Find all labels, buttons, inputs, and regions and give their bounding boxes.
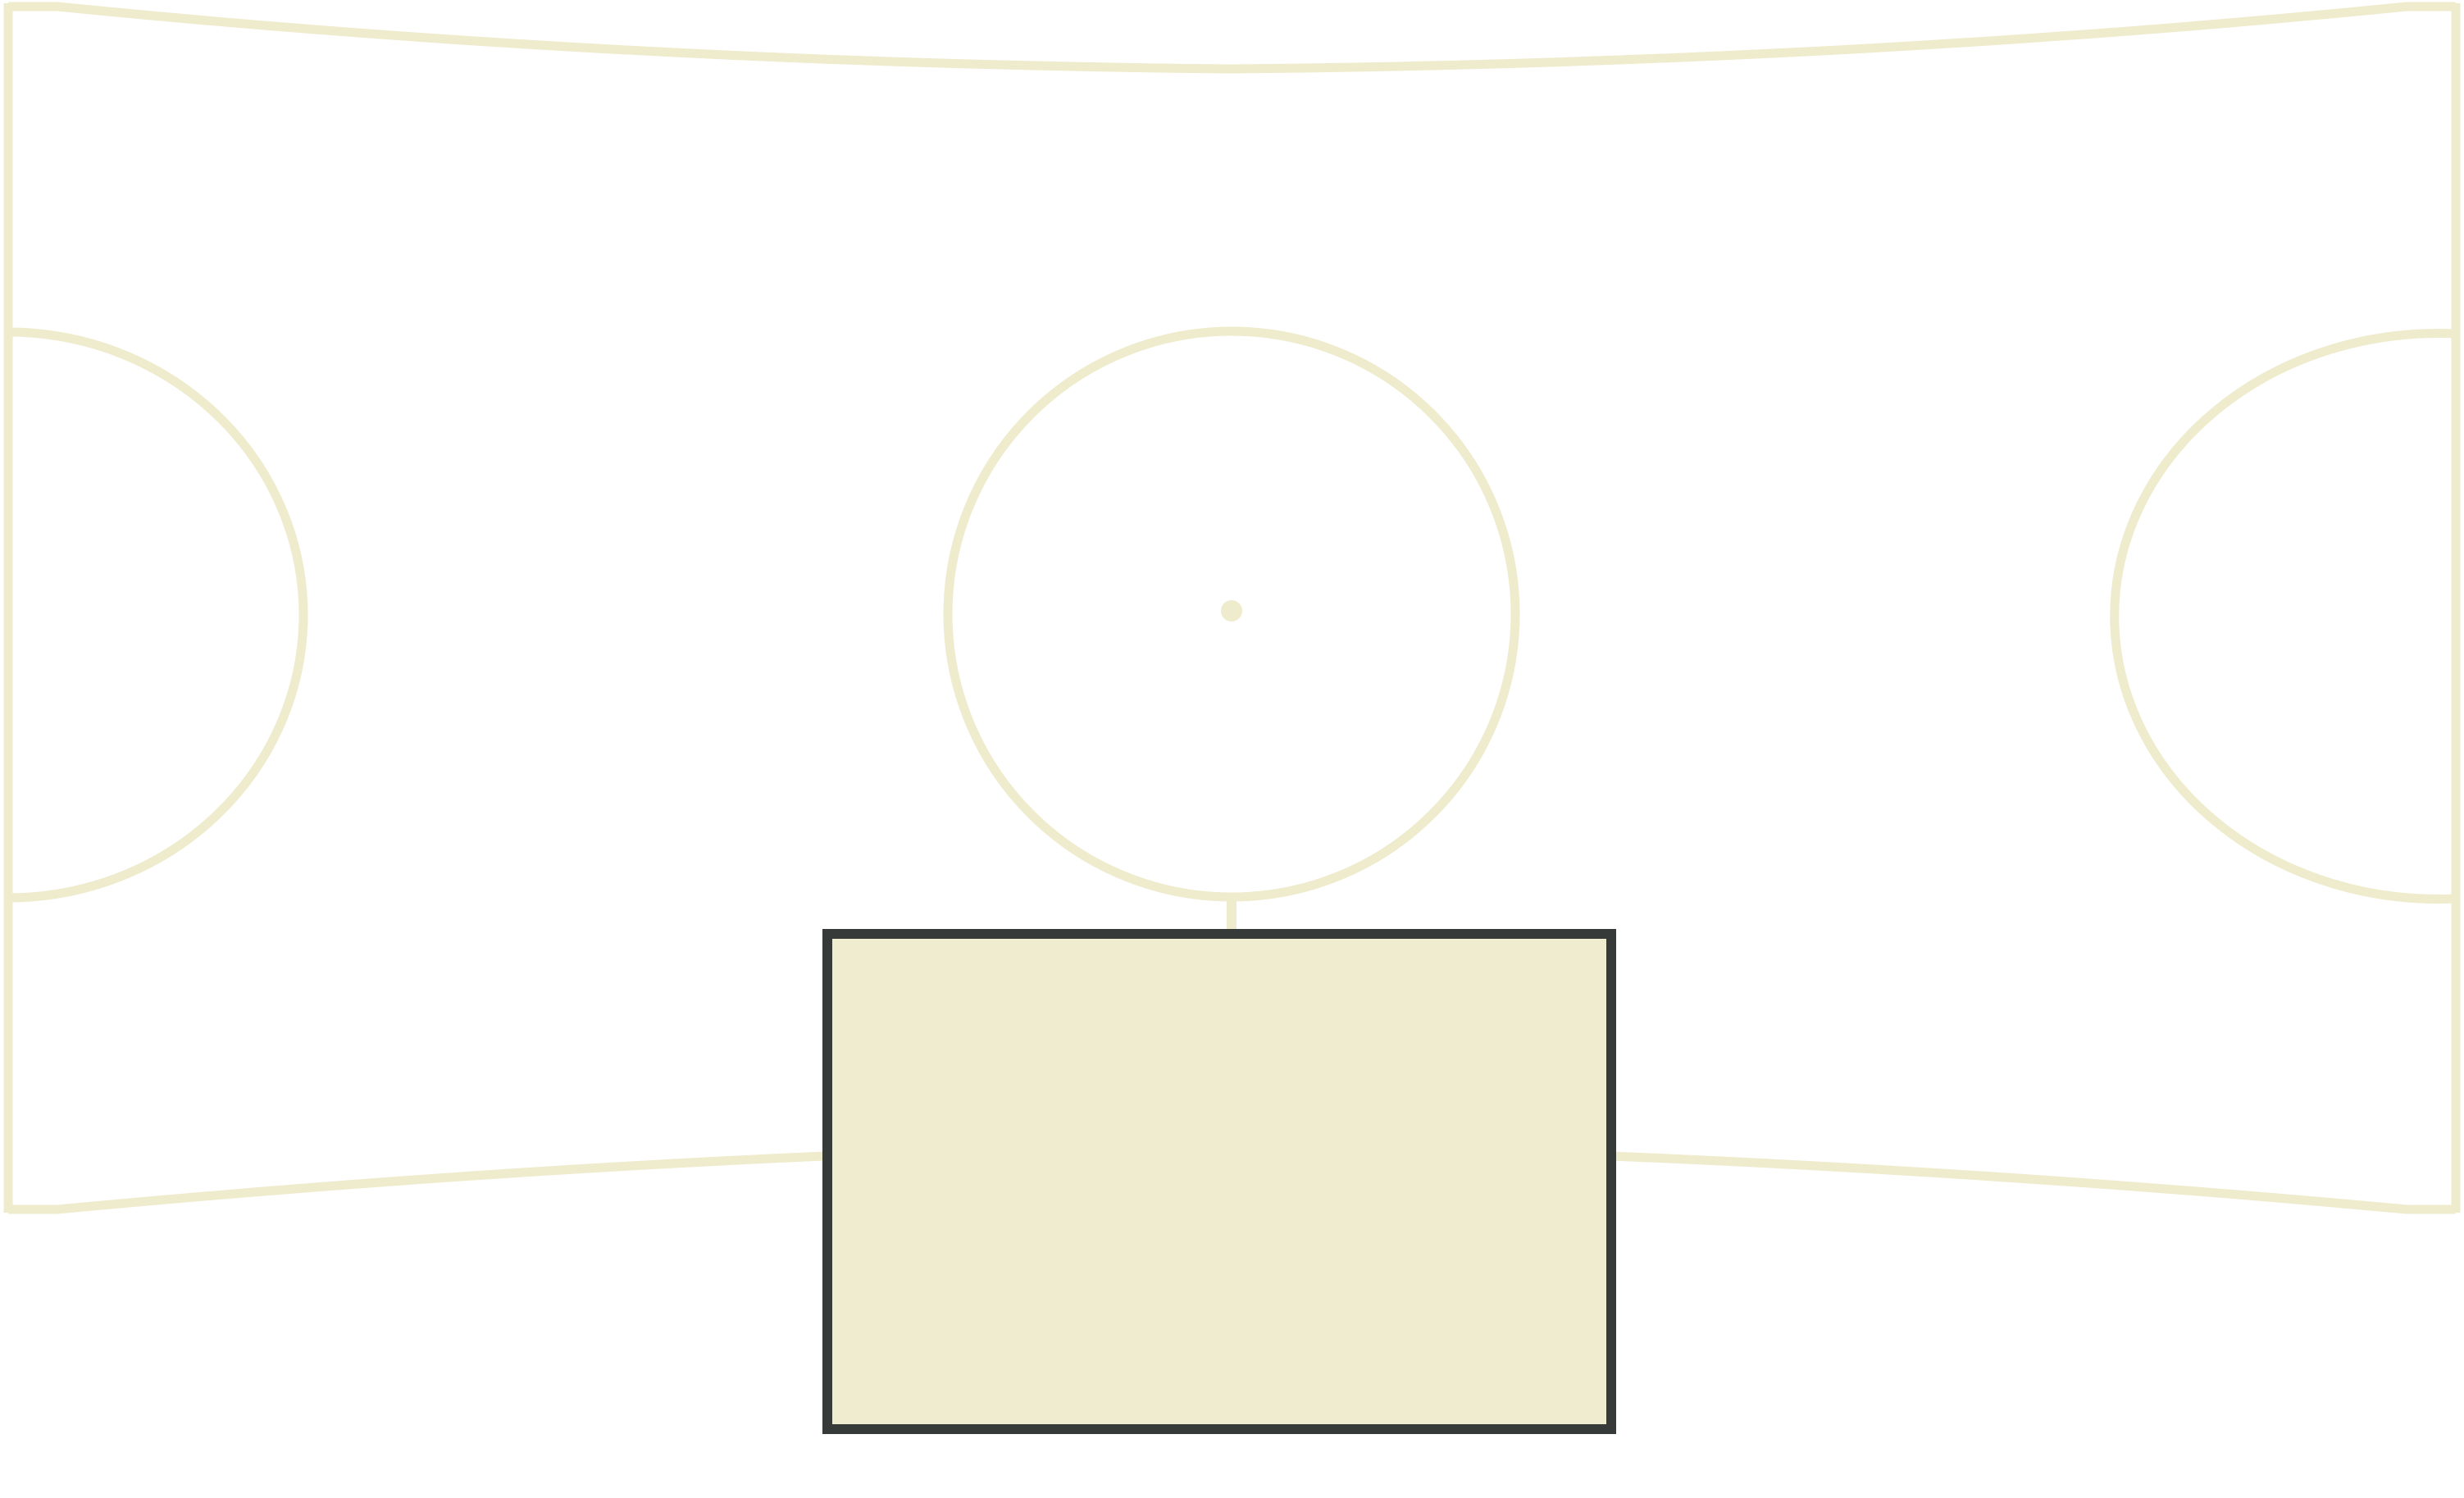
right-key-arc xyxy=(2110,329,2457,904)
scoreboard-panel xyxy=(822,929,1616,1434)
court-outline-top xyxy=(8,2,2456,74)
court-outline-bottom xyxy=(8,1151,825,1214)
court-outline-bottom-right xyxy=(1610,1151,2456,1214)
center-dot xyxy=(1221,600,1242,622)
left-key-arc xyxy=(7,327,308,903)
